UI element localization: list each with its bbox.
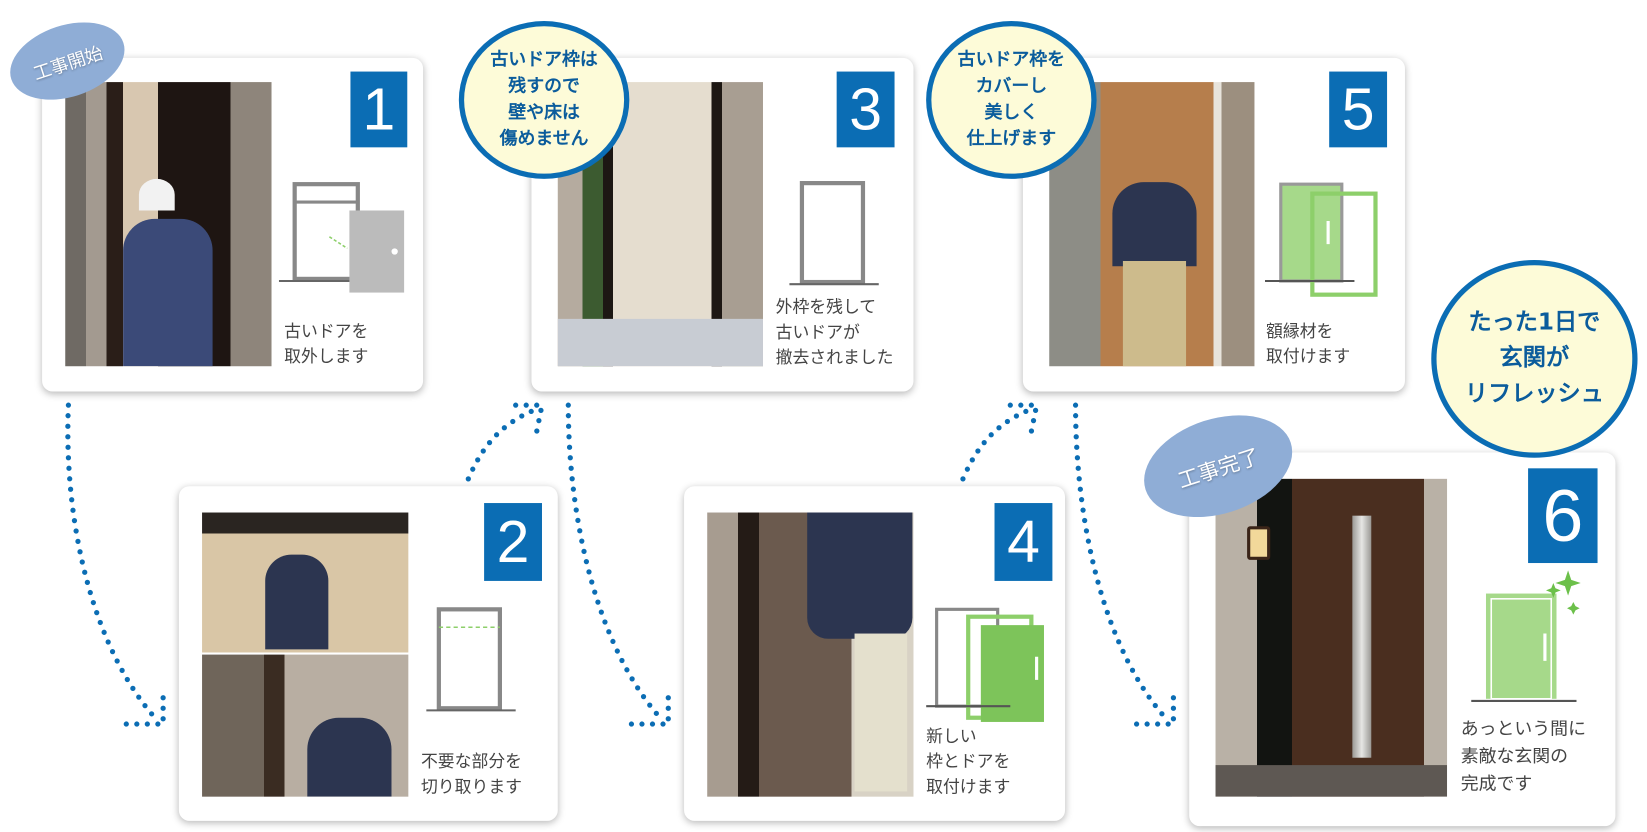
cut-frame-icon bbox=[426, 607, 516, 712]
step-number: 2 bbox=[484, 503, 542, 581]
callout-one-day: たった1日で 玄関が リフレッシュ bbox=[1431, 259, 1638, 458]
arrow-4-to-5 bbox=[960, 402, 1040, 482]
step-number: 1 bbox=[350, 71, 408, 148]
arrow-2-to-3 bbox=[465, 402, 546, 482]
step-description: 不要な部分を 切り取ります bbox=[420, 751, 523, 797]
arrow-1-to-2 bbox=[65, 402, 166, 727]
new-door-icon bbox=[926, 607, 1044, 722]
step-number: 5 bbox=[1329, 71, 1388, 148]
trim-install-icon bbox=[1264, 182, 1378, 297]
callout-cover-frame: 古いドア枠を カバーし 美しく 仕上げます bbox=[926, 21, 1097, 179]
step-card-1: 1 古いドアを 取外します bbox=[42, 57, 424, 392]
callout-frame-kept: 古いドア枠は 残すので 壁や床は 傷めません bbox=[458, 21, 630, 179]
step-card-4: 4 新しい 枠とドアを 取付けます bbox=[684, 486, 1066, 821]
step-4-photo bbox=[707, 512, 914, 797]
step-number: 3 bbox=[836, 71, 895, 148]
door-removal-icon bbox=[278, 182, 405, 293]
step-description: あっという間に 素敵な玄関の 完成です bbox=[1460, 718, 1586, 795]
step-number: 4 bbox=[994, 503, 1053, 581]
step-number: 6 bbox=[1528, 468, 1598, 564]
sparkle-icon bbox=[1555, 570, 1581, 596]
step-description: 額縁材を 取付けます bbox=[1266, 320, 1351, 367]
step-card-6: 6 あっという間に 素敵な玄関の 完成です bbox=[1189, 452, 1616, 827]
step-1-photo bbox=[65, 82, 272, 367]
step-description: 古いドアを 取外します bbox=[284, 320, 369, 367]
arrow-3-to-4 bbox=[565, 402, 671, 727]
finished-door-icon bbox=[1471, 570, 1581, 702]
step-2-photo-top bbox=[202, 512, 409, 653]
arrow-5-to-6 bbox=[1072, 402, 1177, 727]
step-2-photo-bottom bbox=[202, 654, 409, 797]
step-description: 外枠を残して 古いドアが 撤去されました bbox=[775, 296, 894, 368]
step-card-2: 2 不要な部分を 切り取ります bbox=[178, 486, 558, 821]
empty-frame-icon bbox=[789, 181, 879, 286]
step-6-photo bbox=[1215, 478, 1448, 797]
step-card-5: 5 額縁材を 取付けます bbox=[1022, 57, 1405, 392]
step-description: 新しい 枠とドアを 取付けます bbox=[926, 726, 1011, 797]
